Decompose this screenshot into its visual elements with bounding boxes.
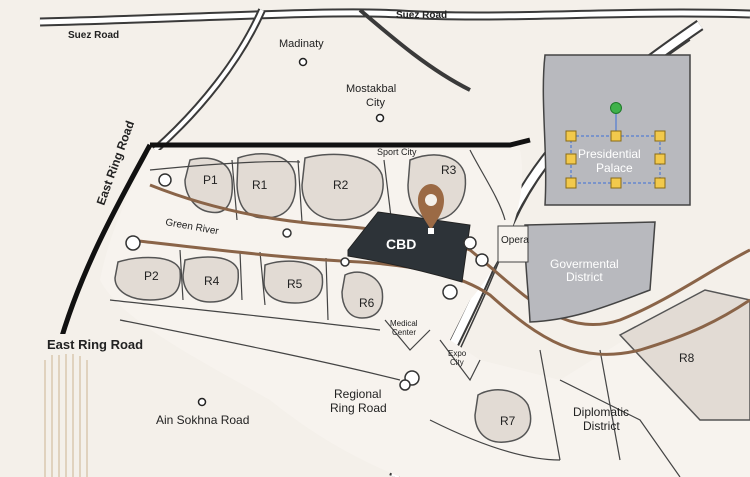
governmental-label-1: Govermental — [550, 257, 619, 271]
zone-r4-label: R4 — [204, 274, 220, 288]
zone-r2-label: R2 — [333, 178, 349, 192]
presidential-palace-block — [542, 54, 691, 206]
zone-r1-label: R1 — [252, 178, 268, 192]
cbd-zone — [347, 211, 471, 283]
zone-p2 — [114, 256, 182, 301]
regional-label-1: Regional — [334, 387, 381, 401]
opera-block — [497, 225, 529, 263]
zone-r6-label: R6 — [359, 296, 375, 310]
mostakbal-dot — [375, 113, 385, 123]
presidential-label-1: Presidential — [578, 147, 641, 161]
regional-label-2: Ring Road — [330, 401, 387, 415]
east-ring-road-box — [40, 334, 142, 354]
suez-road-top-label: Suez Road — [396, 10, 447, 21]
ain-sokhna-dot — [197, 397, 207, 407]
mostakbal-label-2: City — [366, 97, 385, 109]
diplomatic-label-1: Diplomatic — [573, 405, 629, 419]
medical-label-2: Center — [392, 328, 416, 337]
selection-handle-icon[interactable] — [654, 177, 666, 189]
mostakbal-label-1: Mostakbal — [346, 83, 396, 95]
green-river-band — [149, 183, 750, 327]
selection-handle-icon[interactable] — [610, 177, 622, 189]
selection-handle-icon[interactable] — [654, 130, 666, 142]
selection-box[interactable] — [565, 102, 666, 189]
diplomatic-label-2: District — [583, 419, 620, 433]
zone-r4 — [182, 256, 240, 303]
selection-handle-icon[interactable] — [654, 153, 666, 165]
distant-buildings — [44, 352, 88, 477]
zone-r1 — [236, 152, 297, 219]
madinaty-label: Madinaty — [279, 38, 324, 50]
zone-r8-label: R8 — [679, 351, 695, 365]
zone-r7 — [474, 389, 532, 443]
zone-r7-label: R7 — [500, 414, 516, 428]
madinaty-dot — [298, 57, 308, 67]
selection-handle-icon[interactable] — [565, 153, 577, 165]
selection-handle-icon[interactable] — [610, 130, 622, 142]
medical-label-1: Medical — [390, 319, 418, 328]
governmental-label-2: District — [566, 270, 603, 284]
ain-sokhna-label: Ain Sokhna Road — [156, 413, 249, 427]
sport-city-label: Sport City — [377, 147, 417, 157]
cbd-label: CBD — [386, 236, 416, 252]
zone-r8 — [618, 289, 750, 421]
zone-r2 — [301, 153, 384, 221]
selection-handle-icon[interactable] — [565, 130, 577, 142]
zone-p1-label: P1 — [203, 173, 218, 187]
zone-p2-label: P2 — [144, 269, 159, 283]
selection-handle-icon[interactable] — [565, 177, 577, 189]
opera-label: Opera — [501, 235, 529, 246]
expo-label-1: Expo — [448, 349, 467, 358]
roundabout — [125, 235, 141, 251]
east-ring-road — [55, 143, 153, 351]
rotate-handle-icon[interactable] — [610, 102, 622, 114]
zone-r5 — [263, 260, 324, 304]
zone-r3-label: R3 — [441, 163, 457, 177]
expo-label-2: City — [450, 358, 464, 367]
east-ring-road-box-label: East Ring Road — [47, 337, 143, 352]
location-pin-icon — [418, 184, 444, 234]
zone-r6 — [341, 271, 384, 319]
suez-road-left-label: Suez Road — [68, 30, 119, 41]
presidential-label-2: Palace — [596, 161, 633, 175]
zone-r5-label: R5 — [287, 277, 303, 291]
